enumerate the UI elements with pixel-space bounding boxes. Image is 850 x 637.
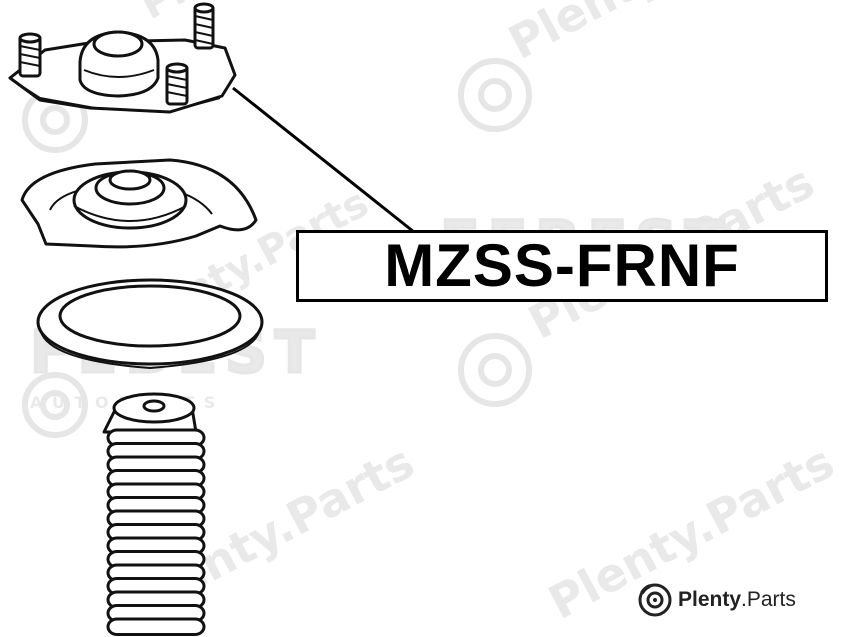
leader-line bbox=[232, 86, 415, 234]
brake-disc-icon bbox=[638, 583, 672, 617]
spring-pad-drawing bbox=[36, 278, 264, 370]
dust-boot-drawing bbox=[102, 392, 206, 636]
watermark-site-text: Plenty.Parts bbox=[500, 0, 803, 70]
strut-mount-drawing bbox=[8, 2, 237, 114]
part-number-label: MZSS-FRNF bbox=[296, 230, 828, 302]
brand-name-bold: Plenty bbox=[678, 588, 742, 611]
part-number-text: MZSS-FRNF bbox=[384, 232, 740, 299]
watermark-site-text: Plenty.Parts bbox=[133, 0, 396, 29]
brand-badge: Plenty.Parts bbox=[634, 582, 800, 618]
bellows-fold bbox=[106, 617, 206, 636]
brand-name: Plenty.Parts bbox=[678, 588, 796, 612]
brand-name-rest: .Parts bbox=[741, 588, 796, 611]
spring-seat-drawing bbox=[20, 158, 258, 249]
